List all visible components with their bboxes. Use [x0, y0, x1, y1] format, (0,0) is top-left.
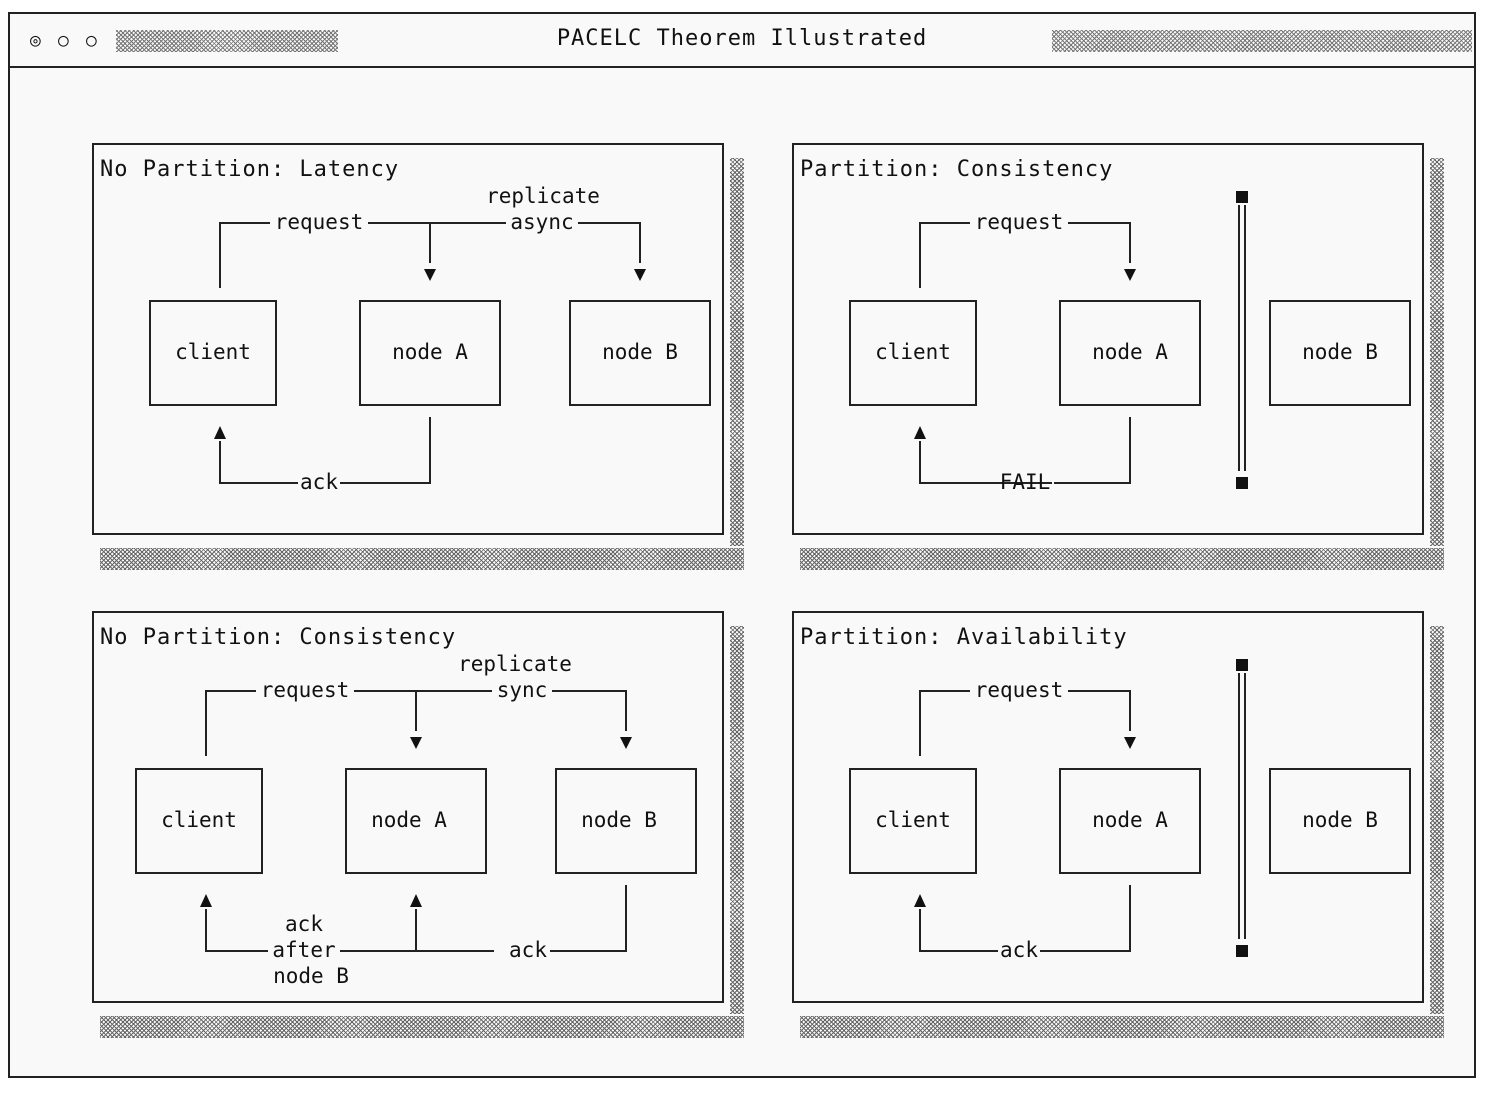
arrow-down-icon	[620, 737, 632, 749]
node-b-box	[1269, 300, 1411, 406]
fail-label: FAIL	[1000, 470, 1051, 494]
ack-label: ack	[1000, 938, 1038, 962]
node-b-box	[1269, 768, 1411, 874]
ack-line	[205, 885, 627, 952]
node-a-box	[1059, 768, 1201, 874]
fail-line	[919, 417, 1131, 484]
title-bar: ◎ ○ ○ PACELC Theorem Illustrated	[10, 14, 1474, 68]
client-label: client	[161, 808, 237, 832]
minimize-icon[interactable]: ○	[58, 30, 69, 51]
arrow-up-icon	[200, 894, 212, 907]
arrow-down-icon	[1124, 269, 1136, 281]
client-box	[849, 300, 977, 406]
request-line	[919, 222, 1131, 288]
arrow-up-icon	[914, 426, 926, 439]
panel-title: No Partition: Consistency	[100, 625, 457, 650]
maximize-icon[interactable]: ○	[86, 30, 97, 51]
panel-shadow	[100, 1016, 744, 1038]
client-label: client	[875, 340, 951, 364]
ack-after-label: node B	[273, 964, 349, 988]
node-b-label: node B	[1302, 808, 1378, 832]
partition-end-icon	[1236, 191, 1248, 203]
node-a-label: node A	[1092, 808, 1168, 832]
panel-no-partition-consistency: No Partition: Consistency client node A …	[92, 611, 724, 1003]
partition-end-icon	[1236, 659, 1248, 671]
title-bar-pattern-right	[1052, 30, 1472, 52]
client-label: client	[175, 340, 251, 364]
panel-shadow	[800, 548, 1444, 570]
node-a-box	[345, 768, 487, 874]
node-a-label: node A	[1092, 340, 1168, 364]
arrow-down-icon	[634, 269, 646, 281]
title-bar-pattern-left	[116, 30, 338, 52]
request-label: request	[975, 678, 1064, 702]
sync-label: sync	[497, 678, 548, 702]
panel-shadow	[1430, 158, 1444, 546]
async-label: async	[510, 210, 573, 234]
arrow-down-icon	[424, 269, 436, 281]
request-line	[219, 222, 641, 288]
arrow-up-icon	[410, 894, 422, 907]
partition-consistency-diagram: client node A node B request FAIL	[849, 191, 1411, 494]
arrow-up-icon	[214, 426, 226, 439]
client-label: client	[875, 808, 951, 832]
panel-title: Partition: Availability	[800, 625, 1128, 650]
node-a-box	[359, 300, 501, 406]
window-title: PACELC Theorem Illustrated	[556, 26, 928, 51]
panel-title: Partition: Consistency	[800, 157, 1114, 182]
node-a-label: node A	[392, 340, 468, 364]
panel-no-partition-latency: No Partition: Latency client node A node…	[92, 143, 724, 535]
node-b-box	[569, 300, 711, 406]
node-b-label: node B	[1302, 340, 1378, 364]
panel-title: No Partition: Latency	[100, 157, 400, 182]
partition-end-icon	[1236, 477, 1248, 489]
node-a-box	[1059, 300, 1201, 406]
ack-line	[919, 885, 1131, 952]
panel-partition-consistency: Partition: Consistency client node A nod…	[792, 143, 1424, 535]
ack-label: ack	[300, 470, 338, 494]
sync-diagram: client node A node B request replicate s…	[135, 652, 697, 988]
panel-partition-availability: Partition: Availability client node A no…	[792, 611, 1424, 1003]
arrow-down-icon	[410, 737, 422, 749]
client-box	[149, 300, 277, 406]
ack-after-label: ack	[285, 912, 323, 936]
client-box	[135, 768, 263, 874]
node-b-label: node B	[602, 340, 678, 364]
panel-shadow	[730, 626, 744, 1014]
partition-availability-diagram: client node A node B request ack	[849, 659, 1411, 962]
panel-shadow	[1430, 626, 1444, 1014]
request-label: request	[275, 210, 364, 234]
request-label: request	[261, 678, 350, 702]
ack-label: ack	[509, 938, 547, 962]
client-box	[849, 768, 977, 874]
panel-shadow	[730, 158, 744, 546]
ack-after-label: after	[272, 938, 335, 962]
node-a-label: node A	[371, 808, 447, 832]
request-line	[919, 690, 1131, 756]
request-label: request	[975, 210, 1064, 234]
close-icon[interactable]: ◎	[30, 30, 41, 51]
request-line	[205, 690, 627, 756]
partition-end-icon	[1236, 945, 1248, 957]
latency-diagram: client node A node B request replicate a…	[149, 184, 711, 494]
ack-line	[219, 417, 431, 484]
panel-shadow	[800, 1016, 1444, 1038]
replicate-label: replicate	[486, 184, 600, 208]
node-b-box	[555, 768, 697, 874]
replicate-label: replicate	[458, 652, 572, 676]
arrow-down-icon	[1124, 737, 1136, 749]
arrow-up-icon	[914, 894, 926, 907]
panel-shadow	[100, 548, 744, 570]
node-b-label: node B	[581, 808, 657, 832]
